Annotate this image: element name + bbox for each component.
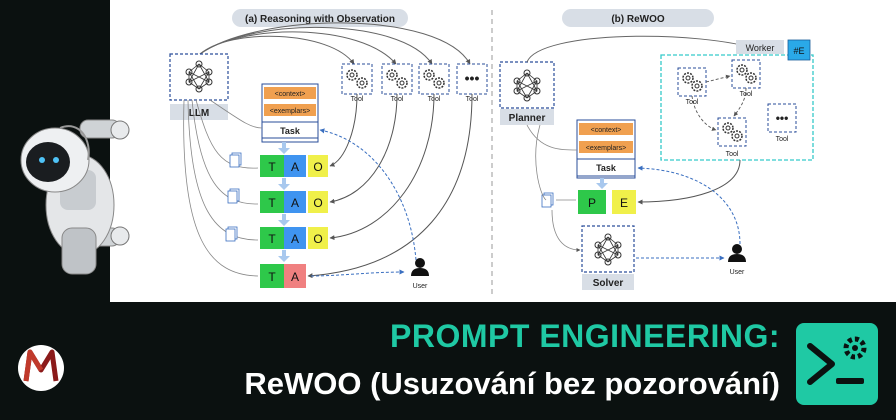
m-logo-icon bbox=[18, 345, 64, 391]
robot-mascot-icon bbox=[20, 119, 130, 275]
thought-cell: T bbox=[268, 196, 276, 210]
tao-row-1: T A O bbox=[260, 155, 328, 177]
answer-cell: A bbox=[291, 270, 299, 284]
evidence-badge bbox=[787, 39, 811, 61]
exemplars-label: <exemplars> bbox=[270, 108, 310, 115]
solver-label: Solver bbox=[593, 278, 624, 289]
tool-label: Tool bbox=[776, 136, 789, 143]
plan-cell bbox=[578, 190, 606, 214]
context-label: <context> bbox=[275, 91, 306, 98]
task-label: Task bbox=[280, 126, 301, 136]
llm-box bbox=[169, 53, 229, 101]
observation-cell: O bbox=[313, 160, 322, 174]
evidence-box-label: E bbox=[620, 196, 628, 210]
exemplars-tag bbox=[579, 141, 633, 153]
document-icon bbox=[541, 192, 554, 208]
ellipsis-icon: ••• bbox=[776, 111, 789, 125]
terminal-gear-icon[interactable] bbox=[796, 323, 878, 405]
llm-label: LLM bbox=[189, 108, 210, 119]
tool-label: Tool bbox=[726, 151, 739, 158]
action-cell: A bbox=[291, 232, 299, 246]
user-label: User bbox=[413, 283, 428, 290]
banner-title-line-2: ReWOO (Usuzování bez pozorování) bbox=[244, 366, 780, 401]
evidence-label: #E bbox=[793, 46, 804, 56]
plan-label: P bbox=[588, 196, 596, 210]
observation-cell: O bbox=[313, 196, 322, 210]
context-tag bbox=[264, 87, 316, 99]
left-panel-title: (a) Reasoning with Observation bbox=[245, 14, 395, 25]
tao-row-3: T A O bbox=[260, 227, 328, 249]
context-tag bbox=[579, 123, 633, 135]
worker-label: Worker bbox=[746, 43, 775, 53]
tool-label: Tool bbox=[740, 91, 753, 98]
thought-cell: T bbox=[268, 160, 276, 174]
right-panel-title: (b) ReWOO bbox=[611, 14, 665, 25]
solver-box bbox=[581, 225, 635, 273]
planner-label: Planner bbox=[509, 113, 546, 124]
tao-row-4: T A bbox=[260, 264, 306, 288]
task-label: Task bbox=[596, 163, 617, 173]
exemplars-tag bbox=[264, 104, 316, 116]
action-cell: A bbox=[291, 196, 299, 210]
banner-title-line-1: PROMPT ENGINEERING: bbox=[390, 318, 780, 354]
left-panel-title-pill bbox=[232, 9, 408, 27]
exemplars-label: <exemplars> bbox=[586, 145, 626, 152]
left-panel-reasoning-with-observation: (a) Reasoning with Observation LLM <cont… bbox=[169, 9, 488, 290]
document-icon bbox=[229, 152, 242, 168]
tool-label: Tool bbox=[686, 99, 699, 106]
document-icon bbox=[225, 226, 238, 242]
right-panel-rewoo: (b) ReWOO Planner Worker #E Tool Tool To… bbox=[499, 9, 814, 290]
thought-cell: T bbox=[268, 232, 276, 246]
user-label: User bbox=[730, 269, 745, 276]
tao-row-2: T A O bbox=[260, 191, 328, 213]
document-icon bbox=[227, 188, 240, 204]
worker-region bbox=[660, 54, 814, 161]
observation-cell: O bbox=[313, 232, 322, 246]
worker-tool-more: ••• Tool bbox=[767, 103, 797, 143]
right-panel-title-pill bbox=[562, 9, 714, 27]
thought-cell: T bbox=[268, 270, 276, 284]
context-label: <context> bbox=[591, 127, 622, 134]
worker-tool-3: Tool bbox=[717, 117, 747, 158]
evidence-cell bbox=[612, 190, 636, 214]
ellipsis-icon: ••• bbox=[465, 70, 480, 86]
action-cell: A bbox=[291, 160, 299, 174]
